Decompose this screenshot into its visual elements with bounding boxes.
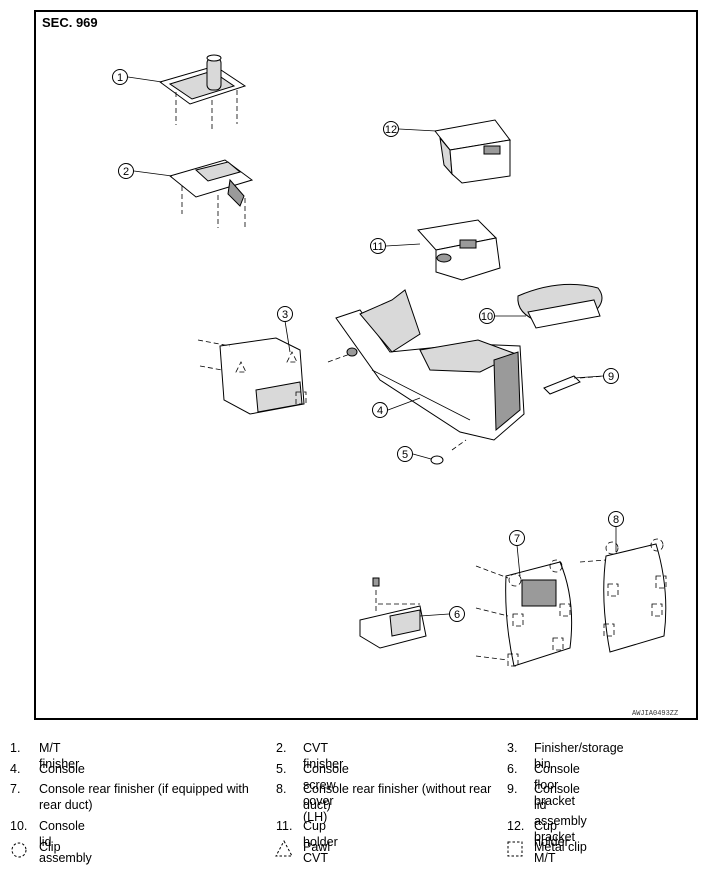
rear-finisher-duct-part [475,561,573,667]
lid-bracket-part [543,375,605,395]
callout-10: 10 [479,308,526,324]
metal-clip-icon [507,841,523,857]
callout-9: 9 [573,368,619,384]
svg-text:5: 5 [402,449,408,461]
console-lid-part [517,283,603,329]
diagram-clip-icons [508,538,664,587]
console-part [327,289,525,441]
svg-text:10: 10 [481,311,493,323]
callout-11: 11 [370,238,421,254]
clip-icon [11,842,27,858]
callout-3: 3 [277,306,293,353]
diagram-frame [34,10,698,720]
callout-1: 1 [112,69,163,85]
svg-text:11: 11 [372,241,383,253]
cup-holder-mt-part [434,119,511,184]
reference-code: AWJIA0493ZZ [632,710,679,718]
storage-bin-part [197,337,305,415]
svg-text:8: 8 [613,514,619,526]
callout-12: 12 [383,121,437,137]
diagram-pawl-icons [235,351,298,373]
svg-text:4: 4 [377,405,383,417]
diagram-metal-clip-icons [295,391,667,667]
svg-text:9: 9 [608,371,614,383]
callout-6: 6 [419,606,465,622]
callout-4: 4 [372,397,421,418]
svg-text:2: 2 [123,166,129,178]
callout-7: 7 [509,530,525,577]
svg-text:7: 7 [514,533,520,545]
callout-5: 5 [397,446,432,462]
cup-holder-cvt-part [417,219,501,281]
rear-finisher-part [579,543,667,653]
svg-text:1: 1 [117,72,123,84]
cvt-finisher-part [168,159,254,230]
callout-2: 2 [118,163,173,179]
floor-bracket-part [359,577,427,649]
pawl-icon [275,839,293,857]
screw-cover-part [430,439,467,465]
callout-8: 8 [608,511,624,552]
svg-text:6: 6 [454,609,460,621]
mt-finisher-part [158,54,247,132]
section-label: SEC. 969 [42,15,98,30]
svg-text:12: 12 [385,124,397,136]
svg-text:3: 3 [282,309,288,321]
